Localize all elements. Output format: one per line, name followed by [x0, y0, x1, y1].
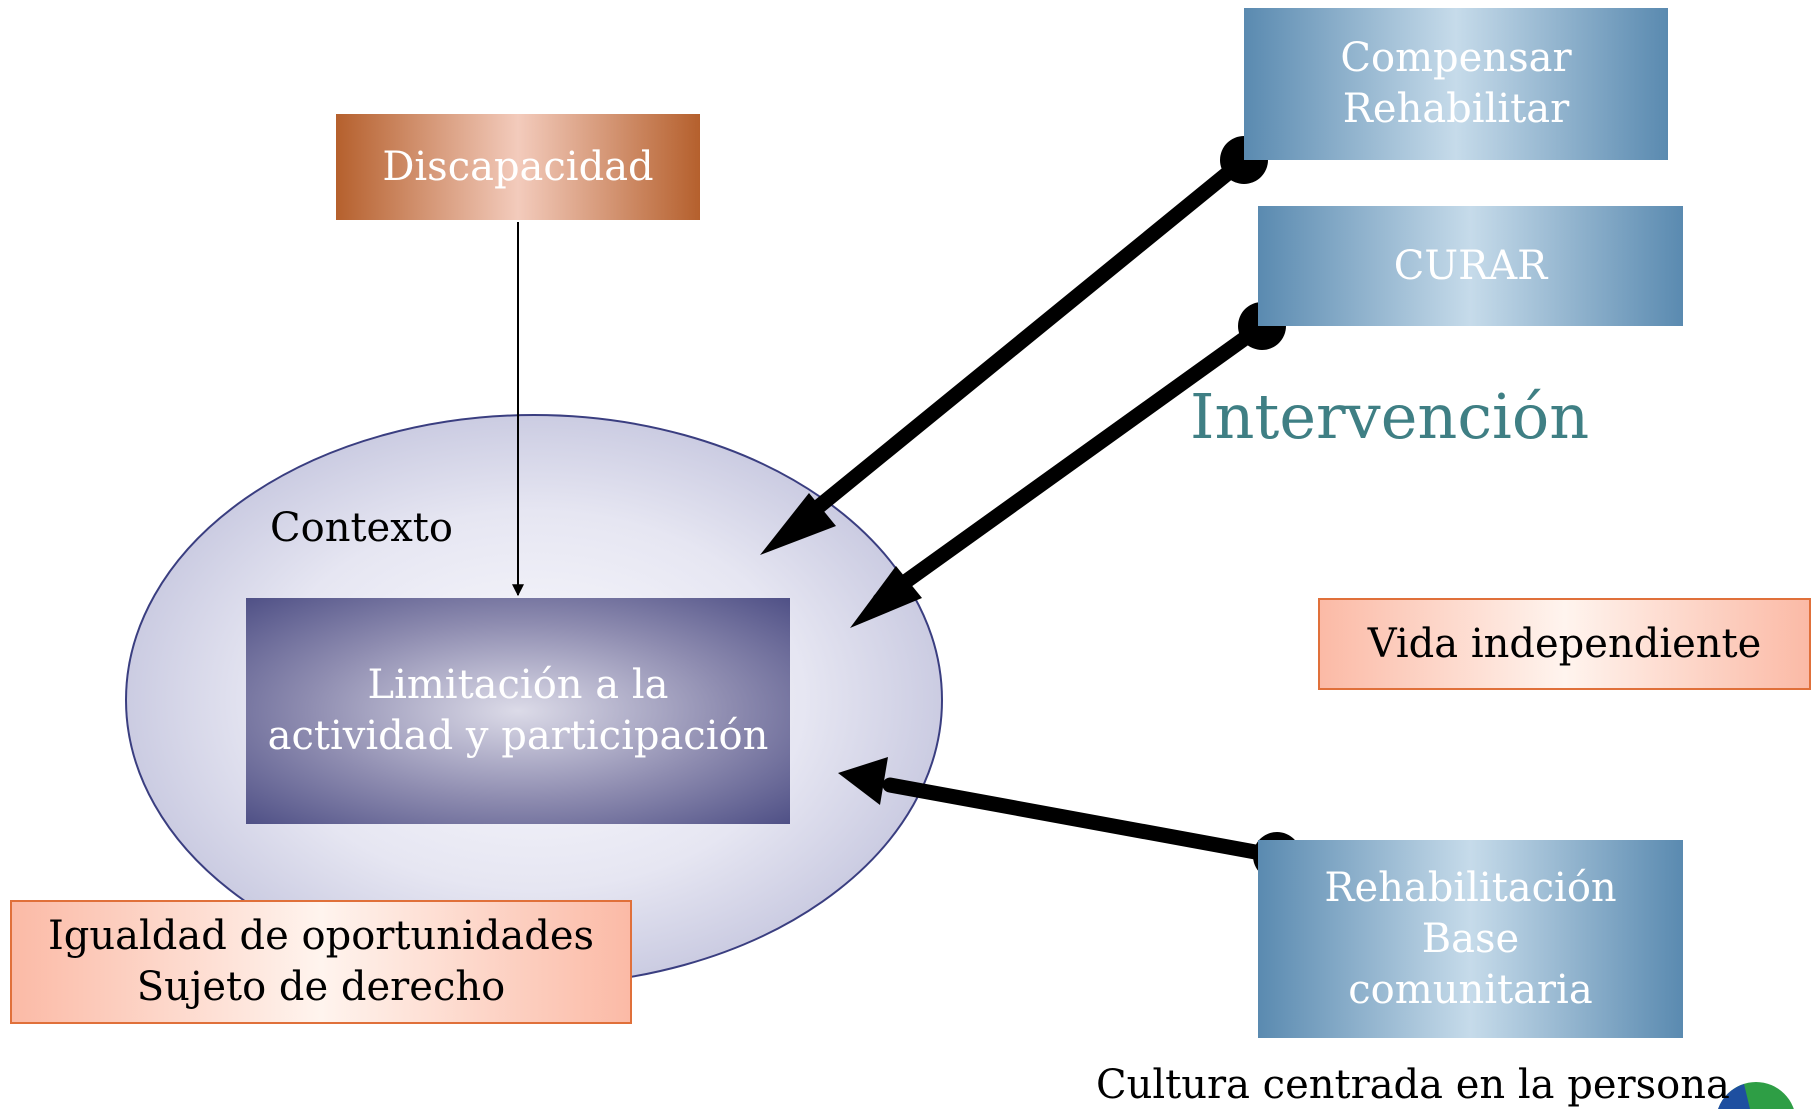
rehabilitacion-box: Rehabilitación Base comunitaria: [1258, 840, 1683, 1038]
cultura-label: Cultura centrada en la persona: [1096, 1062, 1730, 1108]
compensar-box: Compensar Rehabilitar: [1244, 8, 1668, 160]
rehabilitacion-line-2: Base: [1421, 915, 1520, 962]
igualdad-box: Igualdad de oportunidades Sujeto de dere…: [10, 900, 632, 1024]
limitacion-box: Limitación a la actividad y participació…: [246, 598, 790, 824]
curar-label: CURAR: [1393, 242, 1548, 289]
vida-independiente-label: Vida independiente: [1367, 620, 1762, 667]
discapacidad-label: Discapacidad: [382, 144, 654, 190]
intervencion-title: Intervención: [1190, 380, 1590, 453]
compensar-line-2: Rehabilitar: [1342, 86, 1570, 132]
limitacion-line-1: Limitación a la: [367, 662, 669, 708]
rehabilitacion-line-1: Rehabilitación: [1324, 864, 1617, 911]
limitacion-line-2: actividad y participación: [267, 713, 769, 759]
rehabilitacion-line-3: comunitaria: [1348, 966, 1593, 1013]
compensar-line-1: Compensar: [1340, 35, 1572, 81]
logo-icon: [1718, 1082, 1794, 1109]
igualdad-line-2: Sujeto de derecho: [136, 964, 506, 1010]
curar-arrow: [850, 302, 1286, 628]
vida-independiente-box: Vida independiente: [1318, 598, 1811, 690]
discapacidad-box: Discapacidad: [336, 114, 700, 220]
curar-box: CURAR: [1258, 206, 1683, 326]
contexto-label: Contexto: [270, 505, 453, 551]
compensar-arrow: [760, 136, 1268, 555]
igualdad-line-1: Igualdad de oportunidades: [47, 913, 595, 959]
